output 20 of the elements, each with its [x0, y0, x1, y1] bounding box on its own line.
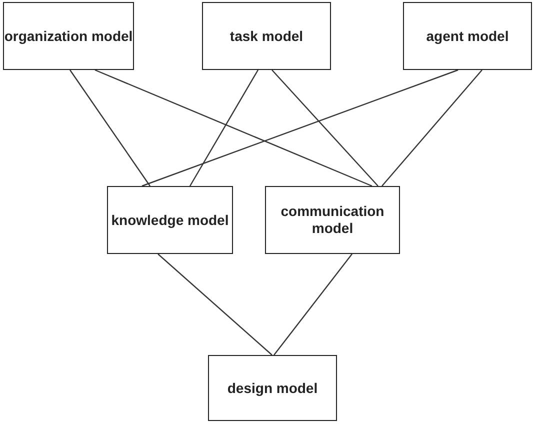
connector-line [189, 70, 259, 186]
model-box [202, 2, 331, 70]
connector-line [70, 70, 150, 186]
box-label: organization model [4, 28, 133, 44]
model-box [107, 186, 233, 254]
box-label: agent model [426, 28, 509, 44]
connector-line [274, 254, 352, 356]
box-label: design model [227, 380, 318, 396]
model-box [3, 2, 134, 70]
connector-line [94, 69, 372, 187]
connector-line [142, 69, 458, 187]
model-box [265, 186, 400, 254]
box-label: knowledge model [111, 212, 229, 228]
box-label: task model [230, 28, 304, 44]
model-box [403, 2, 532, 70]
connector-line [382, 70, 482, 186]
model-box [208, 355, 337, 421]
box-label: communication model [280, 203, 386, 237]
connector-line [158, 254, 272, 356]
connector-line [272, 70, 378, 186]
